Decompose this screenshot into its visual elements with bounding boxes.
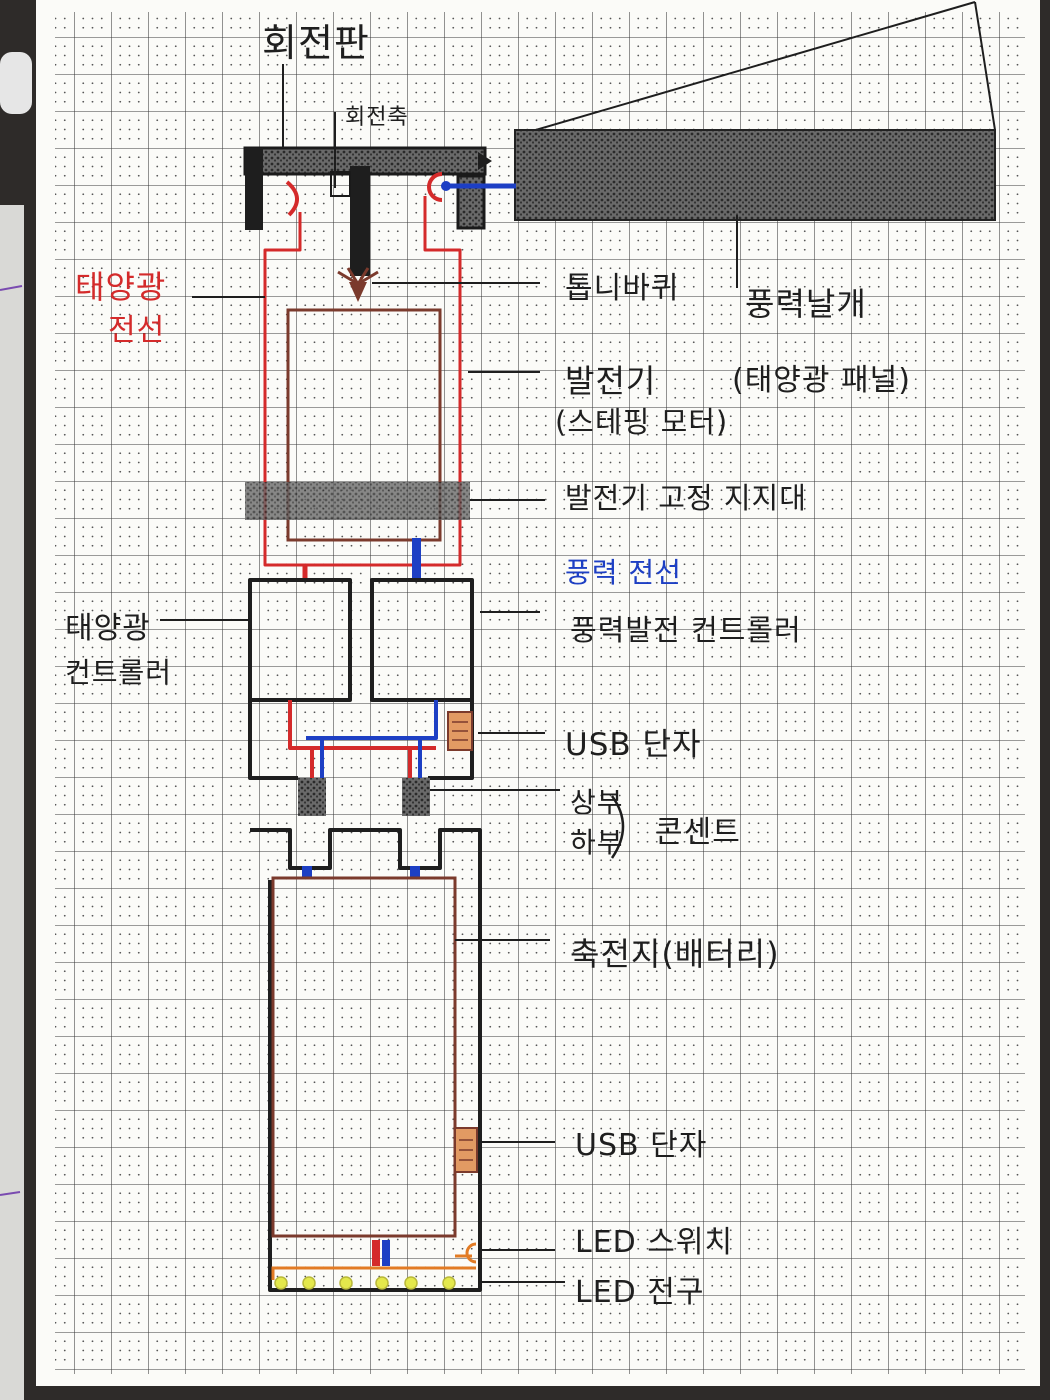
label-solar-panel: (태양광 패널) (732, 363, 911, 398)
blade-perspective-line (974, 1, 996, 131)
socket-contact (410, 866, 420, 878)
notebook-edge (0, 205, 24, 1400)
generator-support (245, 482, 470, 520)
led-switch (455, 1242, 477, 1264)
led-bulb (339, 1276, 353, 1290)
wind-wire (412, 538, 421, 578)
led-wire-red (372, 1240, 380, 1266)
label-socket-lower: 하부 (570, 826, 624, 859)
label-solar-wire-line2: 전선 (108, 313, 165, 348)
led-bulb (274, 1276, 288, 1290)
usb-terminal-upper (447, 711, 473, 751)
blade-connector-joint (441, 181, 451, 191)
wind-blade (514, 129, 996, 221)
mug-edge (0, 52, 32, 114)
arrow-head-icon (478, 152, 492, 170)
gear (337, 267, 379, 302)
controller-housing (248, 700, 298, 780)
label-solar-controller-line2: 컨트롤러 (65, 656, 172, 689)
label-led-switch: LED 스위치 (575, 1225, 733, 1260)
solar-controller (248, 578, 352, 702)
solar-controller-output-wire (288, 700, 436, 750)
wind-controller-output-wire (306, 700, 438, 740)
label-usb-upper: USB 단자 (565, 727, 702, 763)
upper-plug (402, 778, 430, 816)
shaft-bracket (330, 171, 351, 197)
label-led-bulb: LED 전구 (575, 1275, 705, 1310)
label-rotating-plate: 회전판 (262, 21, 370, 65)
battery (271, 876, 457, 1238)
label-usb-lower: USB 단자 (575, 1128, 707, 1163)
label-generator: 발전기 (565, 362, 656, 400)
upper-plug (298, 778, 326, 816)
generator (286, 308, 442, 542)
led-bulb (404, 1276, 418, 1290)
right-solar-clip (427, 172, 443, 202)
rotating-shaft (350, 166, 370, 276)
wind-controller (370, 578, 474, 702)
rotating-plate-left-leg (245, 148, 263, 230)
socket-bracket (610, 795, 625, 859)
label-wind-blade: 풍력날개 (745, 285, 867, 323)
notebook-purple-mark (0, 1191, 21, 1196)
label-wind-wire: 풍력 전선 (565, 556, 682, 589)
label-solar-controller-line1: 태양광 (65, 611, 151, 646)
label-generator-support: 발전기 고정 지지대 (565, 481, 807, 515)
label-battery: 축전지(배터리) (570, 935, 780, 973)
socket-battery-housing (250, 828, 482, 1292)
label-socket-upper: 상부 (570, 786, 624, 819)
label-wind-controller: 풍력발전 컨트롤러 (570, 613, 802, 647)
label-socket: 콘센트 (655, 815, 741, 850)
left-solar-clip (285, 180, 299, 217)
socket-contact (302, 866, 312, 878)
graph-paper-grid (55, 12, 1025, 1374)
led-bulb (302, 1276, 316, 1290)
led-strip-wire (271, 1266, 476, 1280)
led-wire-blue (382, 1240, 390, 1266)
label-solar-wire-line1: 태양광 (75, 268, 166, 306)
usb-terminal-lower (454, 1127, 478, 1173)
led-bulb (375, 1276, 389, 1290)
label-gear: 톱니바퀴 (565, 271, 679, 306)
notebook-purple-mark (0, 285, 23, 291)
solar-wire (263, 196, 462, 567)
label-generator-type: (스테핑 모터) (555, 405, 728, 439)
label-rotating-shaft: 회전축 (345, 105, 409, 130)
led-bulb (442, 1276, 456, 1290)
blade-perspective-line (514, 1, 976, 137)
